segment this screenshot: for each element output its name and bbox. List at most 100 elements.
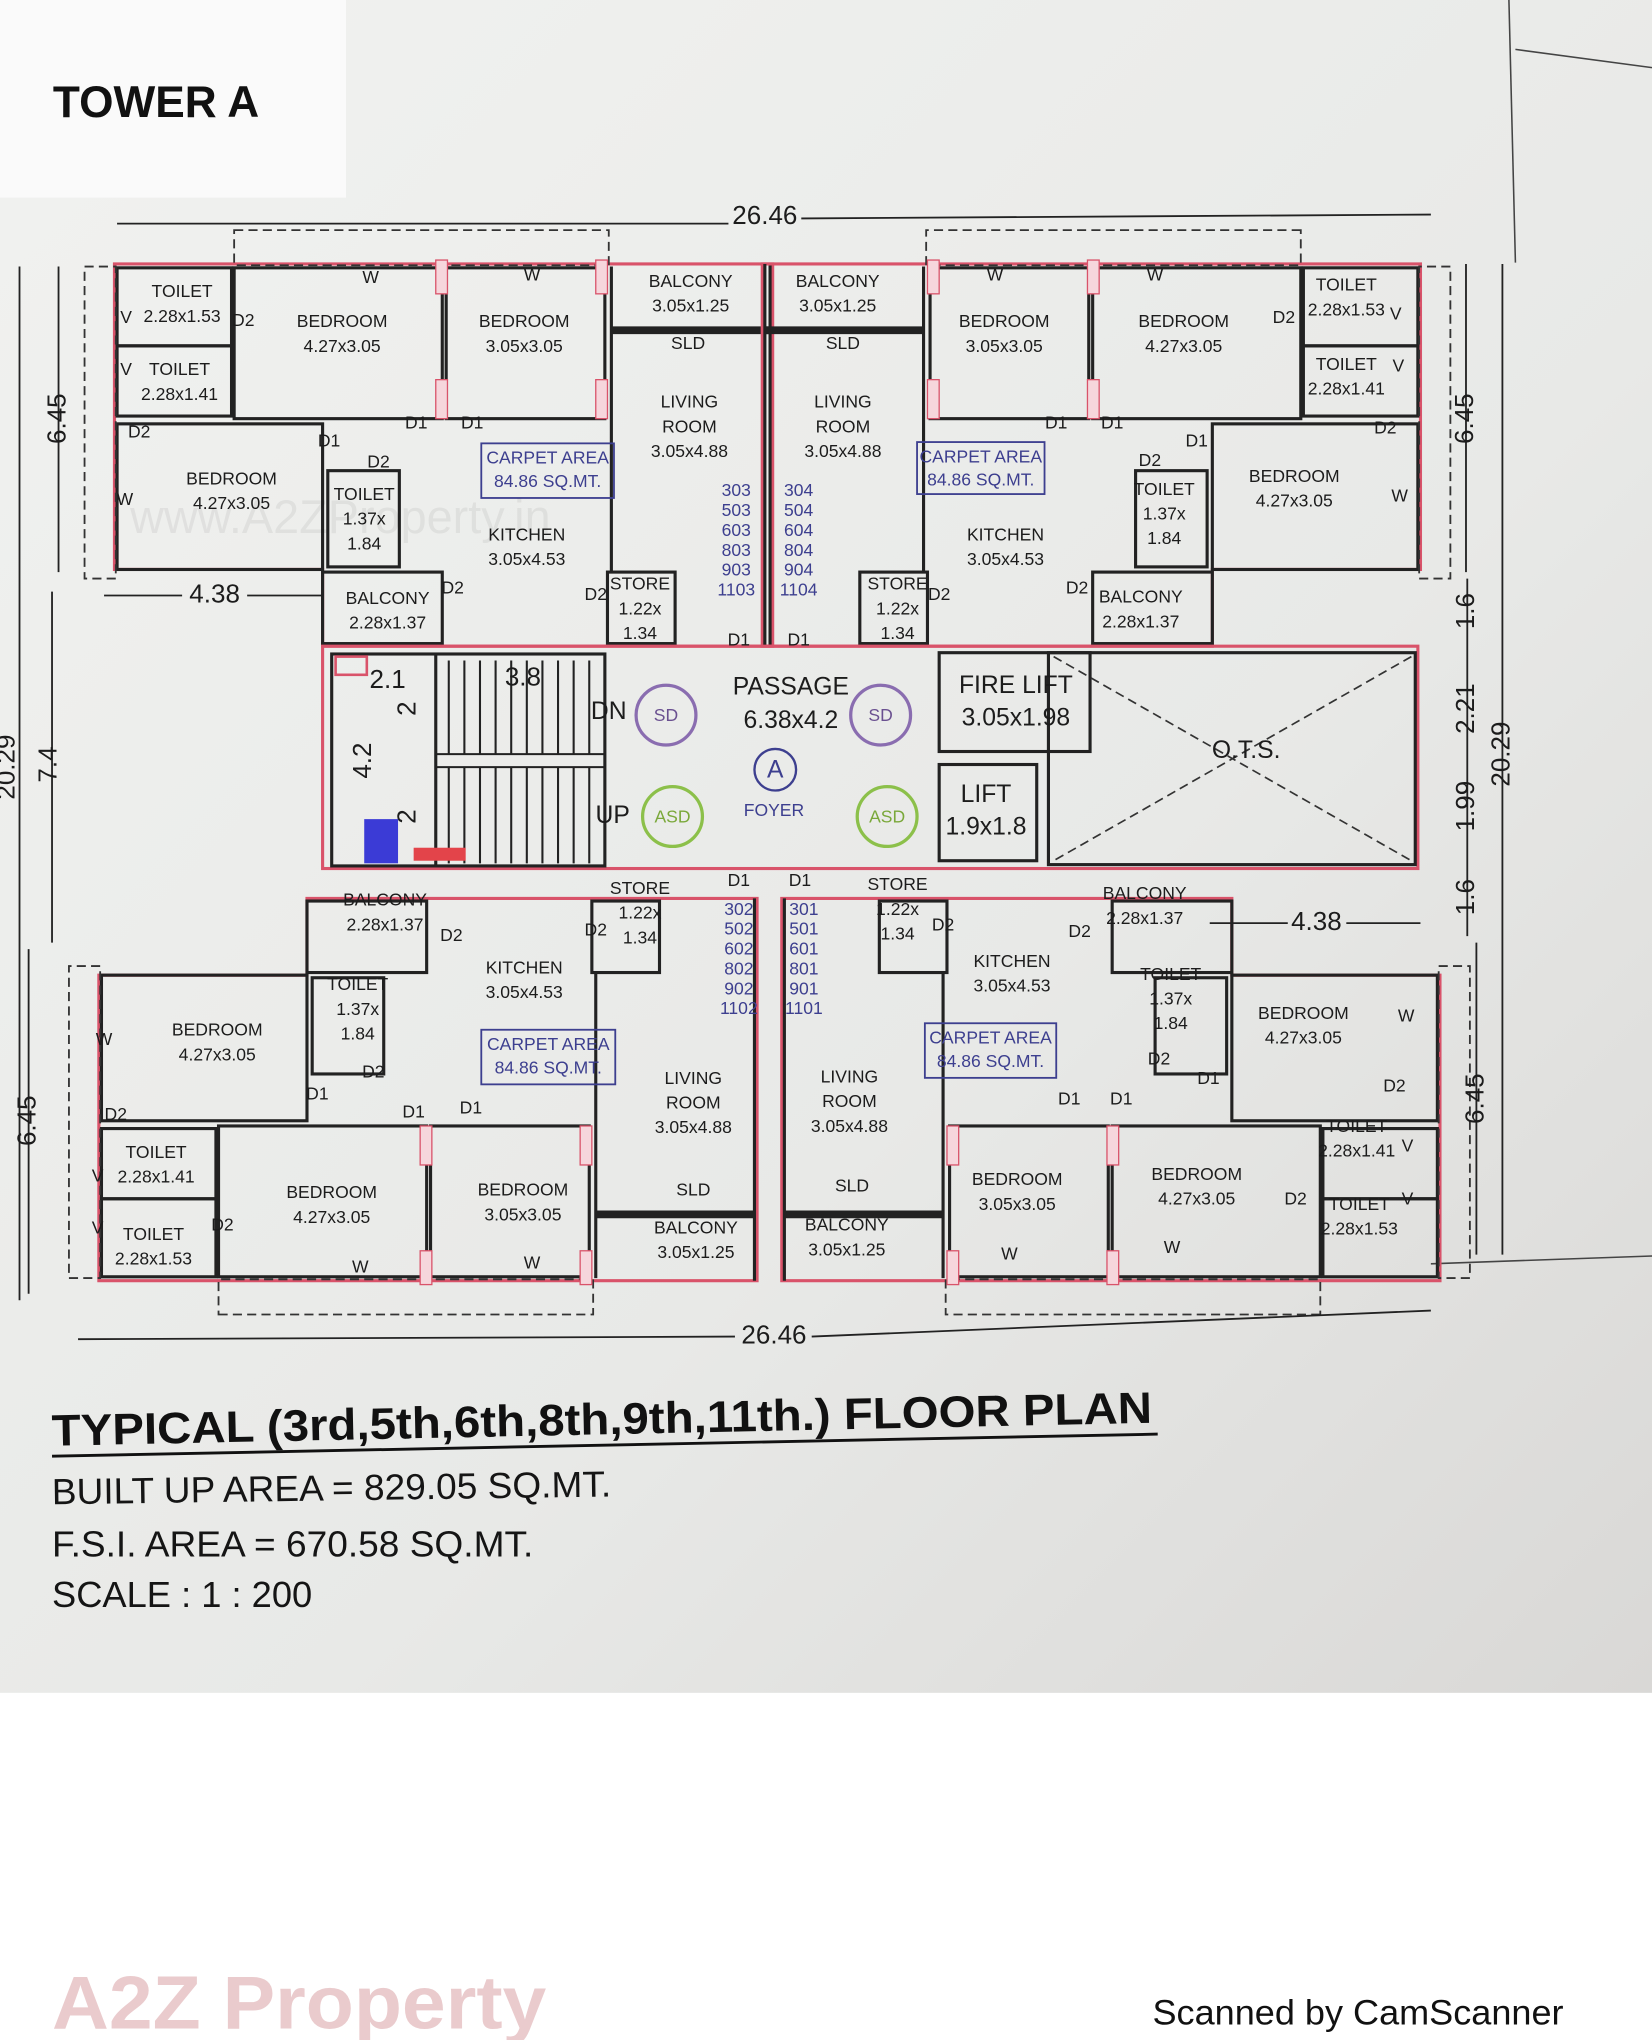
built-up-area: BUILT UP AREA = 829.05 SQ.MT. — [52, 1464, 612, 1513]
dim-right-segment: 1.99 — [1450, 781, 1480, 832]
opening-mark: D2 — [1066, 578, 1088, 598]
room-label-store-bottom-right: 1.22x — [876, 899, 919, 919]
room-label-kitchen-bottom-left: KITCHEN — [486, 957, 563, 977]
room-label-toilet-top-left: TOILET — [152, 281, 213, 301]
carpet-area-value: 84.86 SQ.MT. — [495, 1057, 602, 1077]
opening-mark: D1 — [728, 870, 750, 890]
room-label-store-bottom-left: 1.22x — [619, 903, 662, 923]
opening-mark: V — [1392, 355, 1404, 375]
plan-notes: TYPICAL (3rd,5th,6th,8th,9th,11th.) FLOO… — [51, 1384, 1158, 1615]
carpet-area-label: CARPET AREA — [487, 1034, 610, 1054]
room-label-bedroom-top-left: BEDROOM — [297, 311, 388, 331]
opening-mark: V — [120, 359, 132, 379]
opening-mark: D2 — [367, 452, 389, 472]
room-label-balcony-bottom-left: 2.28x1.37 — [346, 914, 423, 934]
opening-mark: W — [524, 264, 541, 284]
opening-mark: D1 — [1186, 431, 1208, 451]
room-label-living-bottom-right: 3.05x4.88 — [811, 1116, 888, 1136]
room-label-balcony-bottom-right: 3.05x1.25 — [808, 1239, 885, 1259]
room-label-bedroom-bottom-right: 4.27x3.05 — [1265, 1027, 1342, 1047]
unit-number: 302 — [724, 899, 753, 919]
opening-mark: D1 — [405, 413, 427, 433]
dim-stair-flight-upper: 2 — [391, 701, 421, 715]
room-label-toilet-top-left: 2.28x1.53 — [144, 306, 221, 326]
room-label-toilet-top-right: 2.28x1.41 — [1308, 379, 1385, 399]
carpet-area-box — [480, 442, 615, 499]
room-label-toilet-top-right: 1.84 — [1147, 528, 1181, 548]
carpet-area-box — [916, 441, 1046, 495]
room-label-bedroom-bottom-right: 3.05x3.05 — [979, 1194, 1056, 1214]
unit-number: 904 — [784, 560, 814, 580]
room-label-bedroom-top-left: BEDROOM — [186, 468, 277, 488]
unit-number: 1101 — [785, 998, 823, 1018]
unit-number: 803 — [722, 540, 751, 560]
unit-number: 504 — [784, 500, 814, 520]
unit-number: 1104 — [780, 580, 818, 600]
carpet-area-box — [480, 1028, 617, 1086]
room-label-toilet-bottom-right: TOILET — [1329, 1194, 1390, 1214]
dim-flat-depth-top-left: 6.45 — [41, 393, 71, 444]
opening-mark: D1 — [318, 431, 340, 451]
room-label-balcony-top-left: 2.28x1.37 — [349, 613, 426, 633]
dim-core-depth-left: 7.4 — [32, 746, 62, 782]
room-label-living-bottom-left: LIVING — [665, 1068, 723, 1088]
unit-number: 801 — [789, 958, 818, 978]
opening-mark: D1 — [1110, 1089, 1132, 1109]
room-label-toilet-bottom-right: 2.28x1.53 — [1321, 1219, 1398, 1239]
room-label-kitchen-bottom-right: KITCHEN — [973, 951, 1050, 971]
carpet-area-label: CARPET AREA — [920, 446, 1043, 466]
opening-mark: W — [96, 1029, 113, 1049]
dim-stair-length: 3.8 — [505, 662, 541, 692]
opening-mark: D1 — [1045, 413, 1067, 433]
unit-number: 301 — [789, 899, 818, 919]
opening-mark: V — [1402, 1135, 1414, 1155]
room-label-living-bottom-left: ROOM — [666, 1093, 721, 1113]
room-label-bedroom-top-right: 3.05x3.05 — [966, 336, 1043, 356]
opening-mark: SLD — [826, 333, 860, 353]
opening-mark: D2 — [1068, 921, 1090, 941]
paper-edge — [1508, 0, 1517, 263]
dim-overall-depth-right: 20.29 — [1485, 722, 1515, 787]
opening-mark: D2 — [440, 925, 462, 945]
room-label-bedroom-bottom-left: BEDROOM — [172, 1020, 263, 1040]
unit-number: 503 — [722, 500, 751, 520]
ots-label: O.T.S. — [1212, 737, 1281, 764]
room-label-bedroom-bottom-right: BEDROOM — [1151, 1164, 1242, 1184]
room-label-toilet-bottom-left: 2.28x1.41 — [118, 1167, 195, 1187]
dim-right-segment: 1.6 — [1450, 593, 1480, 629]
room-label-balcony-bottom-left: BALCONY — [343, 890, 427, 910]
room-label-toilet-bottom-left: TOILET — [327, 974, 388, 994]
room-label-store-top-left: 1.34 — [623, 623, 657, 643]
room-label-store-top-right: 1.22x — [876, 598, 919, 618]
room-label-kitchen-top-left: 3.05x4.53 — [488, 549, 565, 569]
opening-mark: D2 — [585, 584, 607, 604]
dim-stair-flight-lower: 2 — [391, 809, 421, 823]
opening-mark: V — [1390, 303, 1402, 323]
opening-mark: D2 — [1284, 1189, 1306, 1209]
opening-mark: D2 — [211, 1215, 233, 1235]
room-label-kitchen-bottom-left: 3.05x4.53 — [486, 982, 563, 1002]
opening-mark: D2 — [1273, 307, 1295, 327]
opening-mark: V — [92, 1217, 104, 1237]
lift-size: 1.9x1.8 — [945, 814, 1026, 841]
room-label-toilet-top-left: 1.84 — [347, 533, 381, 553]
room-label-bedroom-bottom-left: 4.27x3.05 — [179, 1044, 256, 1064]
room-label-bedroom-top-left: 4.27x3.05 — [304, 336, 381, 356]
flat-labels: TOILET2.28x1.53TOILET2.28x1.41BEDROOM4.2… — [92, 264, 1415, 1276]
room-label-store-bottom-left: 1.34 — [623, 927, 657, 947]
opening-mark: D2 — [585, 920, 607, 940]
room-label-toilet-top-left: 2.28x1.41 — [141, 384, 218, 404]
foyer-label: FOYER — [744, 800, 804, 820]
core: PASSAGE 6.38x4.2 FIRE LIFT 3.05x1.98 LIF… — [591, 672, 1281, 849]
photo-background — [0, 0, 1652, 1693]
room-label-toilet-top-right: TOILET — [1316, 354, 1377, 374]
room-label-balcony-bottom-right: 2.28x1.37 — [1106, 908, 1183, 928]
room-label-kitchen-bottom-right: 3.05x4.53 — [973, 975, 1050, 995]
room-label-bedroom-bottom-left: 4.27x3.05 — [293, 1207, 370, 1227]
unit-number: 601 — [789, 939, 818, 959]
room-label-balcony-top-left: BALCONY — [346, 588, 430, 608]
smoke-detector-label: SD — [654, 705, 678, 725]
room-label-bedroom-top-left: 4.27x3.05 — [193, 493, 270, 513]
room-label-living-top-left: LIVING — [661, 392, 719, 412]
